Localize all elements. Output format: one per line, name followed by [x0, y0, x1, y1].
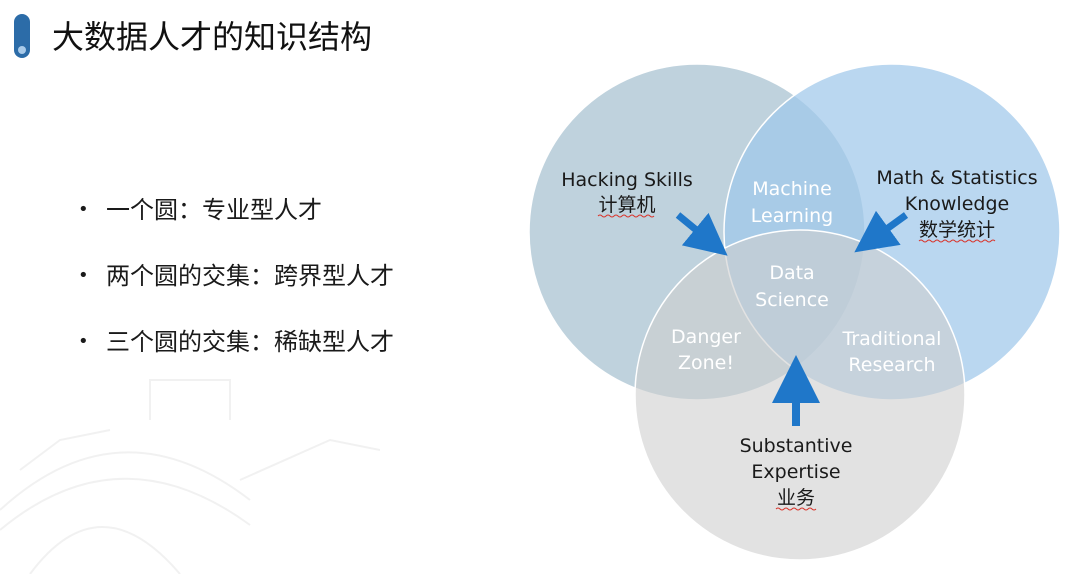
title-marker [14, 14, 30, 58]
arrow-hacking [675, 212, 728, 256]
label-knowledge: Knowledge [905, 193, 1009, 215]
squiggle-math-zh [918, 239, 996, 243]
bullet-dot: • [78, 331, 89, 352]
bullet-dot: • [78, 265, 89, 286]
label-data: Data [769, 262, 814, 284]
bullet-text: 三个圆的交集：稀缺型人才 [106, 328, 394, 356]
title-marker-dot [18, 46, 26, 54]
label-zone: Zone! [678, 352, 734, 374]
label-hacking-skills-zh: 计算机 [598, 194, 655, 216]
bullet-list: • 一个圆：专业型人才 • 两个圆的交集：跨界型人才 • 三个圆的交集：稀缺型人才 [78, 188, 394, 386]
squiggle-substantive-zh [775, 507, 817, 511]
label-traditional: Traditional [842, 328, 942, 350]
bullet-item: • 一个圆：专业型人才 [78, 188, 394, 254]
label-math-statistics: Math & Statistics [876, 167, 1037, 189]
label-substantive-zh: 业务 [777, 487, 815, 509]
bullet-dot: • [78, 199, 89, 220]
arrow-math [854, 210, 909, 253]
label-learning: Learning [751, 205, 834, 227]
bullet-item: • 两个圆的交集：跨界型人才 [78, 254, 394, 320]
label-science: Science [755, 289, 829, 311]
page-title: 大数据人才的知识结构 [52, 18, 373, 56]
bullet-item: • 三个圆的交集：稀缺型人才 [78, 320, 394, 386]
label-math-zh: 数学统计 [919, 219, 995, 241]
label-research: Research [848, 354, 935, 376]
label-hacking-skills: Hacking Skills [561, 169, 693, 191]
label-substantive: Substantive [740, 435, 853, 457]
label-danger: Danger [671, 326, 741, 348]
label-expertise: Expertise [751, 461, 840, 483]
bullet-text: 一个圆：专业型人才 [106, 196, 322, 224]
squiggle-hacking-zh [597, 214, 655, 218]
bridge-watermark [0, 379, 380, 574]
label-machine: Machine [752, 178, 832, 200]
bullet-text: 两个圆的交集：跨界型人才 [106, 262, 394, 290]
